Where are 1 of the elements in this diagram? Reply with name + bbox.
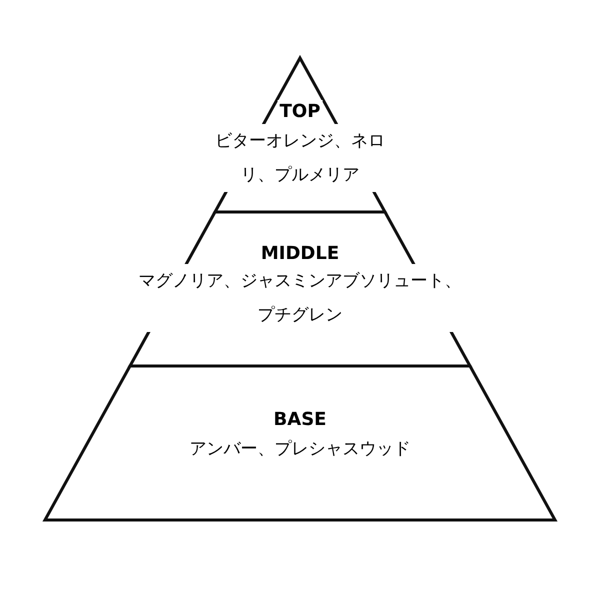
pyramid-tier bbox=[40, 366, 560, 520]
